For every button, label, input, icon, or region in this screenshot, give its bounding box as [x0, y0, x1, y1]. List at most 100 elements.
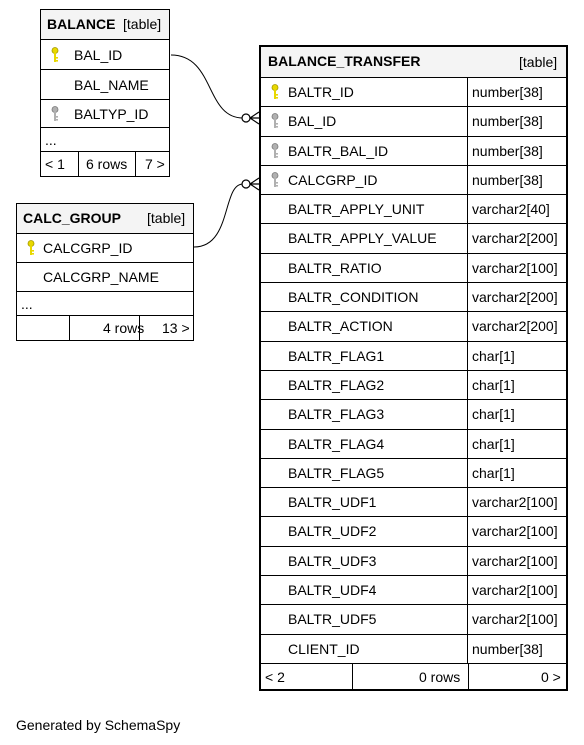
column-name: BAL_NAME	[74, 77, 149, 93]
foreign-key-icon	[271, 113, 279, 129]
table-name: BALANCE	[47, 16, 116, 32]
column-type: varchar2[100]	[472, 582, 558, 599]
row-count: 6 rows	[86, 156, 128, 172]
column-name: BALTR_FLAG4	[288, 435, 385, 452]
crows-foot-icon	[249, 111, 260, 125]
column-name: BALTR_FLAG3	[288, 406, 385, 423]
column-name: BALTR_CONDITION	[288, 289, 419, 306]
column-type: char[1]	[472, 347, 515, 364]
column-row: BALTR_APPLY_UNIT varchar2[40]	[261, 195, 566, 225]
table-balance[interactable]: BALANCE [table] BAL_ID BAL_NAME BALTYP_I…	[40, 9, 170, 177]
column-type: varchar2[200]	[472, 230, 558, 247]
table-kind: [table]	[519, 54, 558, 70]
column-name: BALTR_APPLY_VALUE	[288, 230, 437, 247]
column-type: varchar2[200]	[472, 318, 558, 335]
column-name: BALTR_UDF5	[288, 611, 377, 628]
column-row: BALTR_UDF4 varchar2[100]	[261, 576, 566, 606]
column-row: BALTR_BAL_ID number[38]	[261, 136, 566, 166]
column-name: BALTR_RATIO	[288, 259, 382, 276]
column-name: CLIENT_ID	[288, 640, 360, 657]
optional-circle-icon	[241, 179, 251, 189]
children-count[interactable]: 7 >	[145, 156, 165, 172]
children-count[interactable]: 13 >	[162, 320, 190, 336]
column-type: number[38]	[472, 142, 543, 159]
column-row: BAL_ID	[41, 40, 169, 70]
column-type: char[1]	[472, 406, 515, 423]
column-type: number[38]	[472, 640, 543, 657]
ellipsis-row: ...	[41, 128, 169, 152]
generated-by-label: Generated by SchemaSpy	[16, 717, 181, 733]
column-type: number[38]	[472, 171, 543, 188]
primary-key-icon	[51, 47, 59, 62]
column-type: char[1]	[472, 464, 515, 481]
row-count: 0 rows	[419, 668, 461, 685]
column-name: BALTR_UDF3	[288, 552, 377, 569]
column-name: BALTR_BAL_ID	[288, 142, 389, 159]
crows-foot-icon	[249, 177, 260, 191]
column-type: varchar2[100]	[472, 494, 558, 511]
foreign-key-icon	[271, 142, 279, 158]
column-type: number[38]	[472, 84, 543, 100]
table-header: BALANCE_TRANSFER [table]	[261, 47, 566, 78]
column-name: BALTR_FLAG1	[288, 347, 385, 364]
relationship-calcgroup-to-transfer	[193, 183, 244, 248]
column-name: CALCGRP_NAME	[43, 269, 159, 285]
column-name: BALTR_UDF1	[288, 494, 377, 511]
column-type: varchar2[100]	[472, 523, 558, 540]
column-row: BALTR_FLAG3 char[1]	[261, 400, 566, 430]
table-name: BALANCE_TRANSFER	[268, 53, 421, 69]
column-row: BALTR_FLAG1 char[1]	[261, 341, 566, 371]
primary-key-icon	[271, 84, 279, 99]
column-name: BALTR_UDF2	[288, 523, 377, 540]
parents-count[interactable]: < 2	[265, 668, 285, 685]
column-row: BAL_ID number[38]	[261, 107, 566, 137]
foreign-key-icon	[51, 106, 59, 121]
column-type: varchar2[40]	[472, 201, 550, 218]
column-row: BALTR_APPLY_VALUE varchar2[200]	[261, 224, 566, 254]
column-type: varchar2[100]	[472, 259, 558, 276]
column-name: BALTR_UDF4	[288, 582, 377, 599]
table-footer: < 2 0 rows 0 >	[261, 663, 566, 689]
column-type: varchar2[200]	[472, 289, 558, 306]
column-row: BALTR_UDF1 varchar2[100]	[261, 488, 566, 518]
column-name: BALTR_APPLY_UNIT	[288, 201, 425, 218]
column-row: BALTR_UDF5 varchar2[100]	[261, 605, 566, 635]
table-calc-group[interactable]: CALC_GROUP [table] CALCGRP_ID CALCGRP_NA…	[16, 203, 194, 341]
column-name: BAL_ID	[288, 113, 337, 130]
column-row: BALTR_FLAG2 char[1]	[261, 370, 566, 401]
more-columns-ellipsis: ...	[21, 296, 33, 312]
more-columns-ellipsis: ...	[45, 132, 57, 148]
column-row: CALCGRP_NAME	[17, 263, 193, 292]
column-row: CALCGRP_ID number[38]	[261, 165, 566, 196]
primary-key-icon	[27, 240, 35, 255]
column-row: BALTR_UDF2 varchar2[100]	[261, 517, 566, 547]
column-row: BALTR_CONDITION varchar2[200]	[261, 283, 566, 313]
column-type: varchar2[100]	[472, 611, 558, 628]
table-kind: [table]	[123, 16, 162, 32]
optional-circle-icon	[241, 113, 251, 123]
column-row: BALTYP_ID	[41, 100, 169, 128]
column-name: BALTR_FLAG2	[288, 376, 385, 393]
children-count[interactable]: 0 >	[541, 668, 561, 685]
column-name: BALTR_FLAG5	[288, 464, 385, 481]
table-header: BALANCE [table]	[41, 10, 169, 40]
table-footer: 4 rows 13 >	[17, 316, 193, 340]
column-type: char[1]	[472, 435, 515, 452]
column-type: char[1]	[472, 376, 515, 393]
column-row: BALTR_FLAG5 char[1]	[261, 458, 566, 489]
column-row: CLIENT_ID number[38]	[261, 634, 566, 664]
column-name: BALTYP_ID	[74, 106, 149, 122]
foreign-key-icon	[271, 171, 279, 187]
parents-count[interactable]: < 1	[45, 156, 65, 172]
column-type: number[38]	[472, 113, 543, 130]
table-name: CALC_GROUP	[23, 210, 122, 226]
column-name: BAL_ID	[74, 47, 123, 63]
column-name: CALCGRP_ID	[288, 171, 378, 188]
table-kind: [table]	[147, 210, 186, 226]
row-count: 4 rows	[103, 320, 145, 336]
ellipsis-row: ...	[17, 292, 193, 316]
